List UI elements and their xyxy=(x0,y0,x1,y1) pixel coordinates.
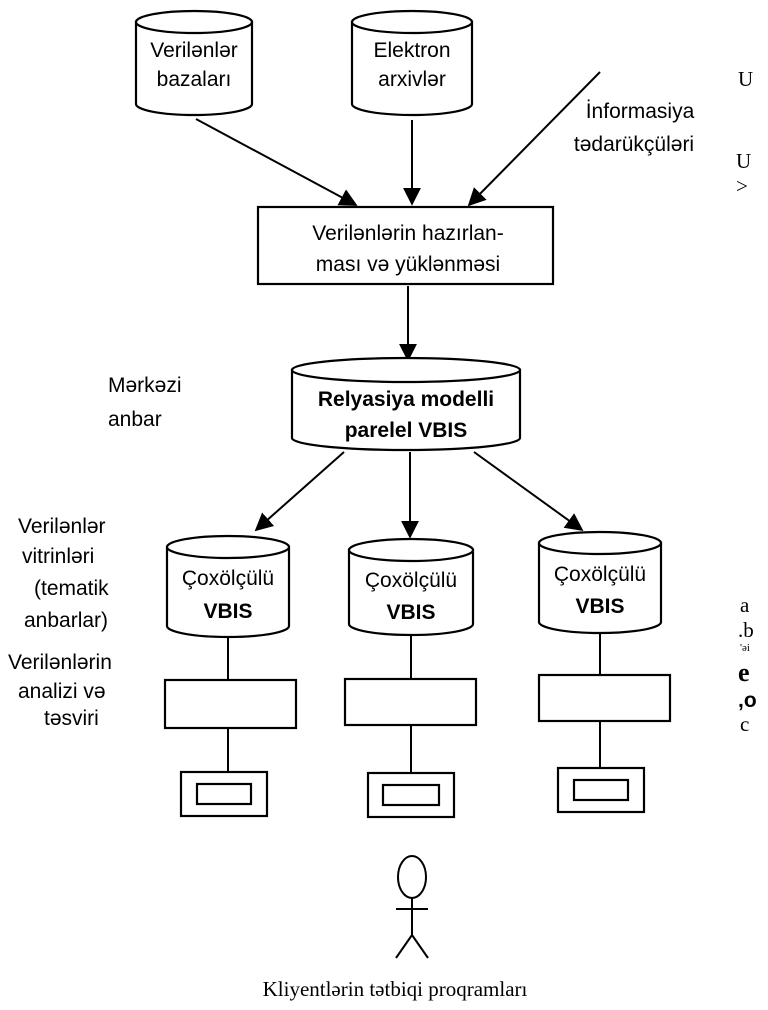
archives-label-line1: Elektron xyxy=(373,39,450,62)
analysis-box-1 xyxy=(163,678,298,730)
marts-label-line4: anbarlar) xyxy=(24,609,108,632)
margin-mark-bottom-1: a xyxy=(740,593,750,617)
databases-cylinder: Verilənlər bazaları xyxy=(134,9,254,117)
providers-label-line1: İnformasiya xyxy=(586,100,695,123)
diagram-caption: Kliyentlərin tətbiqi proqramları xyxy=(263,977,528,1001)
analysis-label-line3: təsviri xyxy=(44,707,99,730)
analysis-box-3 xyxy=(537,673,672,723)
etl-box: Verilənlərin hazırlan- ması və yüklənməs… xyxy=(256,205,555,286)
archives-label-line2: arxivlər xyxy=(378,68,446,91)
client-terminal-2 xyxy=(366,771,456,819)
margin-mark-bottom-6: c xyxy=(740,712,749,736)
central-warehouse-cylinder: Relyasiya modelli parelel VBIS xyxy=(290,356,522,452)
margin-mark-bottom-4: e xyxy=(738,658,750,687)
central-label-line1: Mərkəzi xyxy=(108,374,182,397)
databases-label-line1: Verilənlər xyxy=(150,39,238,62)
central-label-line2: anbar xyxy=(108,408,162,431)
margin-mark-bottom-3: 'əi xyxy=(740,642,750,654)
margin-mark-bottom-2: .b xyxy=(738,618,754,642)
mart-2-label-line1: Çoxölçülü xyxy=(365,569,457,592)
providers-label-line2: tədarükçüləri xyxy=(574,133,694,156)
arrow-central-to-mart-3 xyxy=(473,451,584,532)
data-mart-cylinder-2: Çoxölçülü VBIS xyxy=(347,537,475,637)
mart-3-label-line1: Çoxölçülü xyxy=(554,563,646,586)
arrow-providers-to-etl xyxy=(467,71,601,207)
client-terminal-3 xyxy=(556,766,646,814)
mart-1-label-line2: VBIS xyxy=(203,600,252,623)
margin-mark-top-2: U xyxy=(736,149,751,173)
marts-label-line3: (tematik xyxy=(34,577,109,600)
margin-mark-top-3: > xyxy=(736,174,748,198)
analysis-box-2 xyxy=(343,677,478,727)
user-stick-figure xyxy=(395,855,429,959)
margin-mark-top-1: U xyxy=(738,67,753,91)
etl-label-line2: ması və yüklənməsi xyxy=(316,253,500,276)
etl-label-line1: Verilənlərin hazırlan- xyxy=(312,222,503,245)
data-mart-cylinder-3: Çoxölçülü VBIS xyxy=(537,530,663,635)
archives-cylinder: Elektron arxivlər xyxy=(350,9,474,117)
margin-mark-bottom-5: ,o xyxy=(738,689,757,712)
mart-2-label-line2: VBIS xyxy=(386,601,435,624)
mart-3-label-line2: VBIS xyxy=(575,595,624,618)
client-terminal-1 xyxy=(179,770,269,818)
data-mart-cylinder-1: Çoxölçülü VBIS xyxy=(165,534,291,639)
margin-marks-top: U U > xyxy=(736,67,753,198)
central-db-label-line2: parelel VBIS xyxy=(345,419,468,442)
central-db-label-line1: Relyasiya modelli xyxy=(318,388,494,411)
providers-source: İnformasiya tədarükçüləri xyxy=(574,100,695,156)
margin-marks-bottom: a .b 'əi e ,o c xyxy=(738,593,757,736)
mart-1-label-line1: Çoxölçülü xyxy=(182,567,274,590)
databases-label-line2: bazaları xyxy=(157,68,232,91)
marts-label-line1: Verilənlər xyxy=(18,515,106,538)
arrow-databases-to-etl xyxy=(195,118,358,206)
arrow-central-to-mart-1 xyxy=(254,451,345,532)
analysis-label-line1: Verilənlərin xyxy=(8,651,112,674)
analysis-label-line2: analizi və xyxy=(18,680,106,703)
marts-label-line2: vitrinləri xyxy=(22,545,94,568)
